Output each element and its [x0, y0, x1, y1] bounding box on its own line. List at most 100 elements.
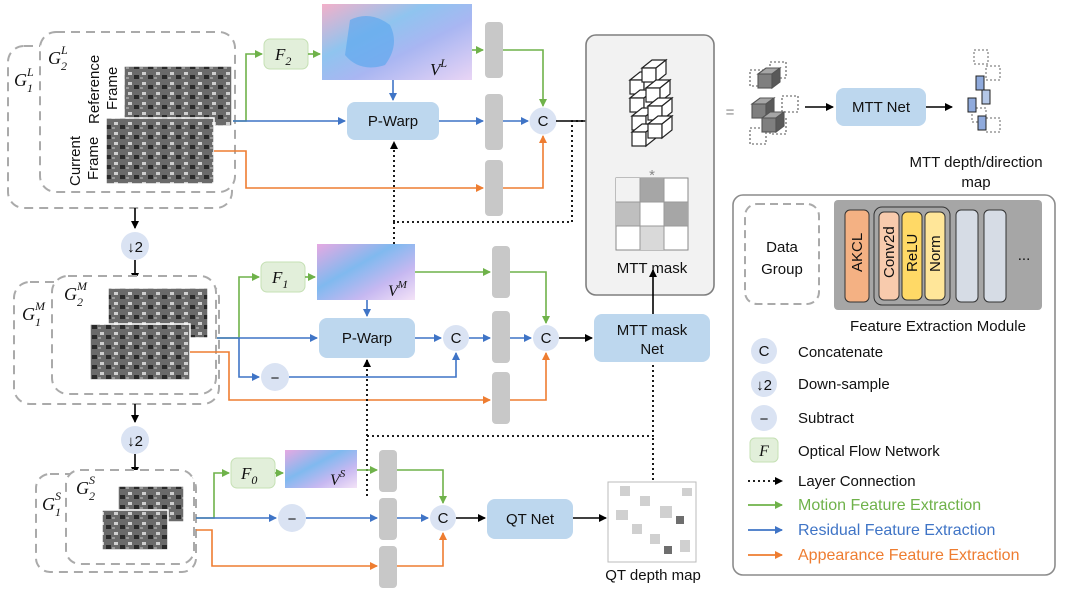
current-frame-image-m [89, 323, 191, 381]
concat-medium-a [443, 325, 469, 351]
g1-small-label: G1S [42, 489, 61, 519]
feature-bar-residual-s [379, 498, 397, 540]
flow-net-f0-label: F0 [240, 464, 257, 487]
legend-layer-connection-label: Layer Connection [798, 473, 916, 490]
concat-small-label: C [438, 510, 449, 527]
pwarp-medium [319, 318, 415, 358]
layer-connection-mid [366, 364, 654, 496]
fem-layer-relu [901, 211, 923, 301]
current-frame-label: Current [67, 135, 84, 186]
group-large-data: G1L G2L Reference Frame Current Frame [7, 31, 236, 209]
motion-arrow-l1 [233, 50, 263, 122]
fem-layer-akcl [844, 209, 870, 303]
fem-layer-gray-1 [955, 209, 979, 303]
downsample-2-label: ↓2 [127, 433, 143, 450]
legend-flow-icon [749, 437, 779, 463]
legend-motion-label: Motion Feature Extraction [798, 497, 981, 514]
qt-net-label: QT Net [506, 511, 555, 528]
legend-appearance-label: Appearance Feature Extraction [798, 547, 1019, 564]
mtt-depth-direction-icon [967, 49, 1001, 133]
current-frame-image [105, 117, 215, 185]
downsample-1 [121, 232, 149, 260]
legend-downsample-icon [751, 371, 777, 397]
data-group-sample [744, 203, 820, 305]
flow-l-blob [345, 16, 394, 68]
legend-subtract-icon [751, 405, 777, 431]
motion-arrow-m4 [510, 271, 550, 324]
flow-net-f2-label: F2 [274, 45, 291, 68]
downsample-1-label: ↓2 [127, 239, 143, 256]
pwarp-large [347, 102, 439, 140]
feature-bar-residual-m [492, 311, 510, 363]
legend-downsample-symbol: ↓2 [756, 377, 772, 394]
downsample-2 [121, 426, 149, 454]
reference-frame-word: Frame [104, 67, 121, 110]
pwarp-large-label: P-Warp [368, 113, 418, 130]
fem-title: Feature Extraction Module [850, 318, 1026, 335]
fem-layer-norm [924, 211, 946, 301]
appearance-arrow-l2 [503, 135, 547, 189]
g2-small-label: G2S [76, 473, 95, 503]
motion-arrow-m1 [217, 273, 260, 339]
reference-frame-label: Reference [86, 55, 103, 124]
fem-relu-label: ReLU [904, 234, 921, 272]
optical-flow-vm-image [317, 244, 415, 300]
flow-net-f1-label: F1 [271, 268, 288, 291]
mtt-depth-label-1: MTT depth/direction [909, 154, 1042, 171]
legend-subtract-label: Subtract [798, 410, 855, 427]
appearance-arrow-s2 [397, 532, 447, 567]
qt-depth-map [607, 481, 697, 563]
vl-label: VL [430, 56, 447, 79]
legend-concat-icon [751, 338, 777, 364]
residual-arrow-m2 [238, 338, 260, 381]
feature-bar-motion-m [492, 246, 510, 298]
concat-large-label: C [538, 113, 549, 130]
subtract-small [278, 504, 306, 532]
multiply-star: * [649, 167, 655, 184]
legend-downsample-label: Down-sample [798, 376, 890, 393]
concat-medium-a-label: C [451, 330, 462, 347]
appearance-arrow-m2 [510, 352, 550, 401]
data-group-label-1: Data [766, 239, 798, 256]
current-frame-word: Frame [85, 137, 102, 180]
legend-residual-label: Residual Feature Extraction [798, 522, 995, 539]
legend-flow-symbol: F [758, 443, 769, 460]
appearance-arrow-m1 [190, 351, 491, 404]
subtract-medium-label: − [271, 370, 280, 387]
feature-bar-appearance-s [379, 546, 397, 588]
mtt-mask-grid [615, 177, 689, 251]
concat-medium-b-label: C [541, 330, 552, 347]
residual-arrow-m4 [289, 352, 460, 378]
feature-bar-motion-l [485, 22, 503, 78]
mtt-depth-label-2: map [961, 174, 990, 191]
mtt-net [836, 88, 926, 126]
g1-medium-label: G1M [22, 299, 46, 329]
layer-connection-top [393, 120, 584, 279]
data-group-label-2: Group [761, 261, 803, 278]
vs-label: VS [330, 468, 346, 489]
appearance-arrow-l1 [214, 150, 484, 192]
concat-small [430, 505, 456, 531]
mtt-mask-net-label-2: Net [640, 341, 664, 358]
subtract-small-label: − [288, 511, 297, 528]
group-medium-data: G1M G2M [13, 275, 220, 405]
legend-flow-label: Optical Flow Network [798, 443, 940, 460]
fem-layer-conv2d [878, 211, 900, 301]
current-frame-image-s [101, 509, 169, 551]
vm-label: VM [388, 279, 408, 300]
fem-conv2d-label: Conv2d [881, 226, 898, 278]
feature-bar-residual-l [485, 94, 503, 150]
fem-layer-gray-2 [983, 209, 1007, 303]
mtt-mask-net-label-1: MTT mask [617, 322, 688, 339]
motion-arrow-s4 [397, 469, 447, 504]
legend-concat-symbol: C [759, 343, 770, 360]
feature-bar-motion-s [379, 450, 397, 492]
masked-cube-group [749, 61, 799, 145]
legend-subtract-symbol: − [760, 411, 769, 428]
qt-depth-map-label: QT depth map [605, 567, 701, 584]
mtt-net-label: MTT Net [852, 99, 911, 116]
subtract-medium [261, 363, 289, 391]
mtt-mask-label: MTT mask [617, 260, 688, 277]
fem-block [873, 206, 951, 306]
